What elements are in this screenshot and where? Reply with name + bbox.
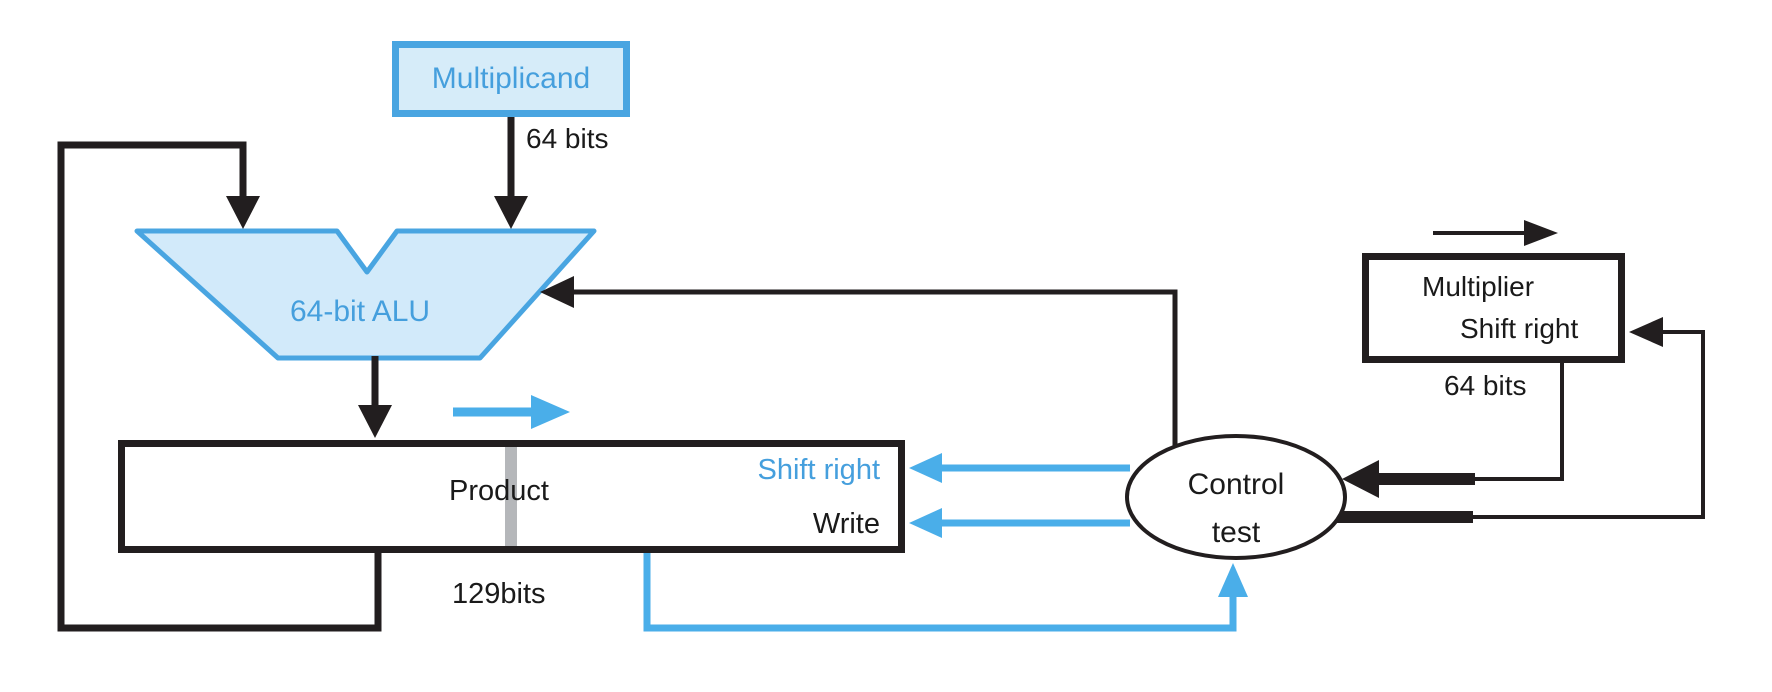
multiplier-shift-label: Shift right xyxy=(1460,313,1579,344)
shift-right-indicator-arrow xyxy=(453,395,570,429)
alu-label: 64-bit ALU xyxy=(290,295,431,328)
control-shift-right-arrow xyxy=(909,453,1130,483)
multiplier-register xyxy=(1362,253,1625,363)
alu-shape xyxy=(134,228,597,361)
multiplicand-label: Multiplicand xyxy=(431,62,591,95)
product-register xyxy=(118,440,905,553)
multiplier-to-control-arrow xyxy=(1342,360,1564,498)
product-label: Product xyxy=(449,475,549,507)
multiplicand-to-alu-arrow xyxy=(494,115,528,229)
alu-to-product-arrow xyxy=(358,356,392,438)
shift-right-control-label: Shift right xyxy=(757,454,881,486)
control-test-label: Control test xyxy=(1127,461,1345,557)
control-label-line1: Control xyxy=(1187,468,1285,501)
multiplier-shift-indicator-arrow xyxy=(1433,220,1558,246)
control-write-arrow xyxy=(909,508,1130,538)
loop-arrow xyxy=(57,141,382,632)
multiplicand-bits-label: 64 bits xyxy=(526,123,609,154)
product-bits-label: 129bits xyxy=(452,578,546,610)
product-divider xyxy=(505,447,517,546)
control-to-alu-arrow xyxy=(540,276,1178,450)
control-ellipse xyxy=(1125,434,1347,560)
multiplier-label: Multiplier xyxy=(1422,271,1535,302)
control-to-multiplier-arrow xyxy=(1336,317,1705,523)
multiplicand-register: Multiplicand xyxy=(392,41,630,117)
control-label-line2: test xyxy=(1211,516,1261,549)
multiplier-bits-label: 64 bits xyxy=(1444,370,1527,401)
product-to-control-arrow xyxy=(643,548,1248,632)
write-control-label: Write xyxy=(812,508,880,540)
